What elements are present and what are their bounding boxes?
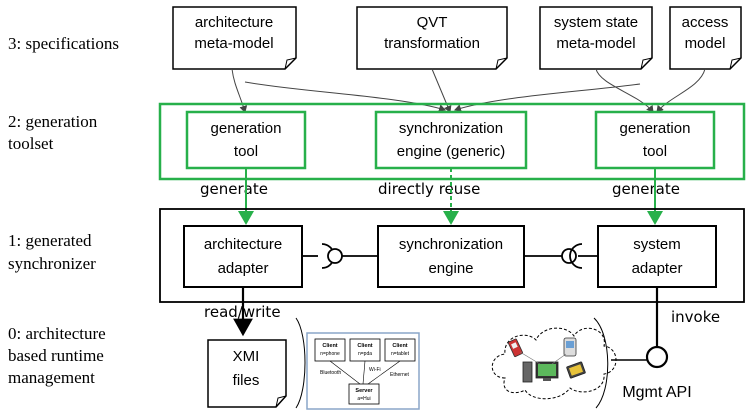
sys-adapter-line2: adapter [632, 260, 683, 277]
bracket-curve-right [593, 317, 609, 409]
synchronizer-frame [159, 208, 745, 303]
layer-1-label-line2: synchronizer [8, 254, 96, 273]
preview-server-sub: a=Hui [357, 396, 370, 402]
model-preview: Client n=phone Client n=pda Client n=tab… [306, 332, 420, 410]
xmi-files-document: XMI files [207, 339, 287, 408]
preview-server-title: Server [355, 388, 373, 394]
preview-link-ethernet: Ethernet [390, 372, 410, 378]
spec-architecture-meta-model: architecture meta-model [172, 6, 297, 70]
edge-generate-left: generate [200, 180, 268, 198]
gen-tool-left-line2: tool [234, 143, 258, 160]
bracket-curve-left [295, 317, 306, 409]
sync-system-adapter: system adapter [597, 225, 717, 288]
toolset-to-synchronizer-arrows [238, 168, 663, 225]
preview-client3-sub: n=tablet [391, 351, 410, 357]
gen-tool-right-line2: tool [643, 143, 667, 160]
pda-icon [563, 337, 577, 357]
sys-adapter-line1: system [633, 236, 681, 253]
spec-to-toolset-arrows [231, 68, 706, 113]
sync-architecture-adapter: architecture adapter [183, 225, 303, 288]
preview-link-wifi: Wi-Fi [369, 367, 381, 373]
spec-sys-line1: system state [554, 14, 638, 31]
mgmt-api-label: Mgmt API [622, 384, 691, 401]
spec-system-state-meta-model: system state meta-model [539, 6, 653, 70]
layer-0-label-line1: 0: architecture [8, 324, 106, 343]
layer-3-label: 3: specifications [8, 34, 119, 53]
connector-engine-to-system [524, 243, 598, 269]
edge-generate-right: generate [612, 180, 680, 198]
layer-1-label-line1: 1: generated [8, 231, 92, 250]
layer-2-label-line1: 2: generation [8, 112, 98, 131]
spec-arch-line1: architecture [195, 14, 273, 31]
preview-client3-title: Client [392, 343, 407, 349]
mgmt-api-interface-icon [645, 345, 669, 369]
gen-tool-left-line1: generation [211, 120, 282, 137]
spec-sys-line2: meta-model [556, 35, 635, 52]
xmi-line1: XMI [233, 348, 260, 365]
toolset-gen-tool-left: generation tool [185, 110, 307, 170]
toolset-sync-engine-generic: synchronization engine (generic) [374, 110, 528, 170]
xmi-line2: files [233, 372, 260, 389]
preview-client2-sub: n=pda [358, 351, 372, 357]
connector-arch-to-engine [302, 243, 378, 269]
spec-access-line2: model [685, 35, 726, 52]
preview-client2-title: Client [357, 343, 372, 349]
edge-invoke: invoke [671, 308, 720, 326]
desktop-computer-icon [522, 361, 559, 383]
toolset-gen-tool-right: generation tool [594, 110, 716, 170]
sync-synchronization-engine: synchronization engine [377, 225, 525, 288]
sync-generic-line2: engine (generic) [397, 143, 505, 160]
preview-client1-title: Client [322, 343, 337, 349]
spec-qvt-line2: transformation [384, 35, 480, 52]
tablet-icon [566, 361, 586, 379]
sync-generic-line1: synchronization [399, 120, 503, 137]
sync-engine-line2: engine [428, 260, 473, 277]
preview-client1-sub: n=phone [320, 351, 340, 357]
layer-0-label-line3: management [8, 368, 95, 387]
arch-adapter-line2: adapter [218, 260, 269, 277]
edge-directly-reuse: directly reuse [378, 180, 480, 198]
arch-adapter-line1: architecture [204, 236, 282, 253]
spec-arch-line2: meta-model [194, 35, 273, 52]
preview-link-bluetooth: Bluetooth [320, 370, 341, 376]
device-cloud [491, 327, 617, 400]
layer-2-label-line2: toolset [8, 134, 54, 153]
spec-access-line1: access [682, 14, 729, 31]
layer-0-label-line2: based runtime [8, 346, 104, 365]
spec-qvt-line1: QVT [417, 14, 448, 31]
sync-engine-line1: synchronization [399, 236, 503, 253]
phone-icon [507, 338, 523, 358]
gen-tool-right-line1: generation [620, 120, 691, 137]
spec-access-model: access model [669, 6, 742, 70]
spec-qvt-transformation: QVT transformation [356, 6, 508, 70]
preview-server [348, 383, 380, 405]
